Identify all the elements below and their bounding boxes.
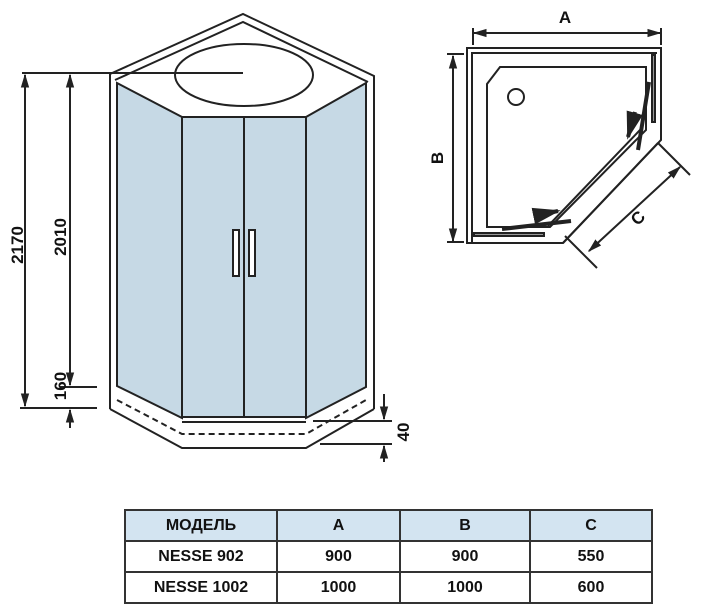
ceiling-light bbox=[174, 43, 314, 107]
cell-a: 900 bbox=[276, 540, 401, 573]
cell-b: 1000 bbox=[399, 571, 531, 604]
dim-c bbox=[587, 166, 682, 252]
glass-left bbox=[116, 81, 183, 420]
header-model: МОДЕЛЬ bbox=[124, 509, 278, 542]
cell-model: NESSE 902 bbox=[124, 540, 278, 573]
door-handle-left bbox=[232, 229, 240, 277]
shower-tray bbox=[486, 66, 647, 228]
arrow-right-icon bbox=[531, 207, 561, 225]
header-a: A bbox=[276, 509, 401, 542]
label-c: C bbox=[627, 207, 649, 229]
fixed-panel-bottom bbox=[473, 232, 545, 237]
label-160: 160 bbox=[51, 372, 70, 400]
cell-model: NESSE 1002 bbox=[124, 571, 278, 604]
drain-icon bbox=[507, 88, 525, 106]
cell-a: 1000 bbox=[276, 571, 401, 604]
table-row: NESSE 902 900 900 550 bbox=[124, 540, 653, 573]
door-panel-front bbox=[562, 142, 659, 244]
roof-inner bbox=[114, 20, 369, 83]
glass-right bbox=[305, 81, 367, 420]
arrow-down-icon bbox=[626, 110, 643, 140]
door-handle-right bbox=[248, 229, 256, 277]
label-40: 40 bbox=[394, 423, 413, 442]
front-view bbox=[20, 12, 392, 462]
plan-view bbox=[447, 28, 691, 269]
cell-c: 600 bbox=[529, 571, 653, 604]
fixed-panel-right bbox=[651, 54, 656, 123]
roof-outer bbox=[109, 12, 375, 409]
label-2170: 2170 bbox=[8, 226, 27, 264]
label-2010: 2010 bbox=[51, 218, 70, 256]
tray-dashed bbox=[116, 399, 367, 435]
dimensions-table: МОДЕЛЬ A B C NESSE 902 900 900 550 NESSE… bbox=[124, 509, 653, 604]
table-header: МОДЕЛЬ A B C bbox=[124, 509, 653, 542]
label-a: A bbox=[559, 8, 571, 27]
header-b: B bbox=[399, 509, 531, 542]
ref-line-c1 bbox=[657, 142, 691, 176]
label-b: B bbox=[428, 152, 447, 164]
table-row: NESSE 1002 1000 1000 600 bbox=[124, 571, 653, 604]
tray-base bbox=[109, 408, 375, 449]
sliding-door-right bbox=[636, 81, 651, 151]
cell-b: 900 bbox=[399, 540, 531, 573]
ref-line-c2 bbox=[564, 235, 598, 269]
plan-inner bbox=[471, 52, 657, 243]
header-c: C bbox=[529, 509, 653, 542]
cell-c: 550 bbox=[529, 540, 653, 573]
